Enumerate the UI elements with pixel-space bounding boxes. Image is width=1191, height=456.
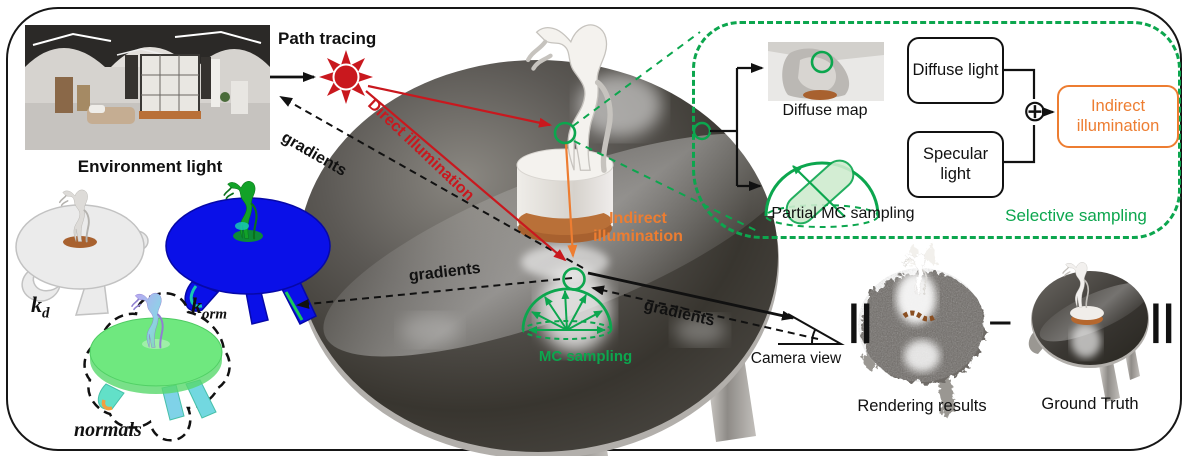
environment-light-label: Environment light (77, 157, 223, 176)
plus-circle-icon: ⊕ (1022, 95, 1048, 128)
diffuse-light-box: Diffuse light (907, 37, 1004, 104)
minus-sign: − (988, 299, 1013, 346)
norm-bar-left: || (848, 296, 874, 343)
indirect-illumination-label: Indirect illumination (593, 210, 683, 246)
norm-bar-right: || (1150, 296, 1176, 343)
partial-mc-label: Partial MC sampling (771, 205, 915, 222)
rendering-results-label: Rendering results (857, 397, 987, 415)
specular-light-box: Specular light (907, 131, 1004, 198)
kd-material-image (15, 188, 149, 316)
mc-sampling-label: MC sampling (538, 348, 633, 365)
path-tracing-label: Path tracing (278, 29, 377, 48)
indirect-illumination-box: Indirect illumination (1057, 85, 1179, 148)
normals-label: normals (74, 419, 142, 441)
camera-view-label: Camera view (750, 350, 842, 367)
environment-map-image (25, 25, 270, 150)
korm-label: korm (191, 293, 228, 323)
diffuse-map-label: Diffuse map (782, 102, 868, 119)
selective-sampling-label: Selective sampling (1005, 206, 1147, 225)
normals-material-image (83, 291, 231, 442)
ground-truth-label: Ground Truth (1041, 395, 1139, 413)
kd-label: kd (31, 292, 50, 322)
